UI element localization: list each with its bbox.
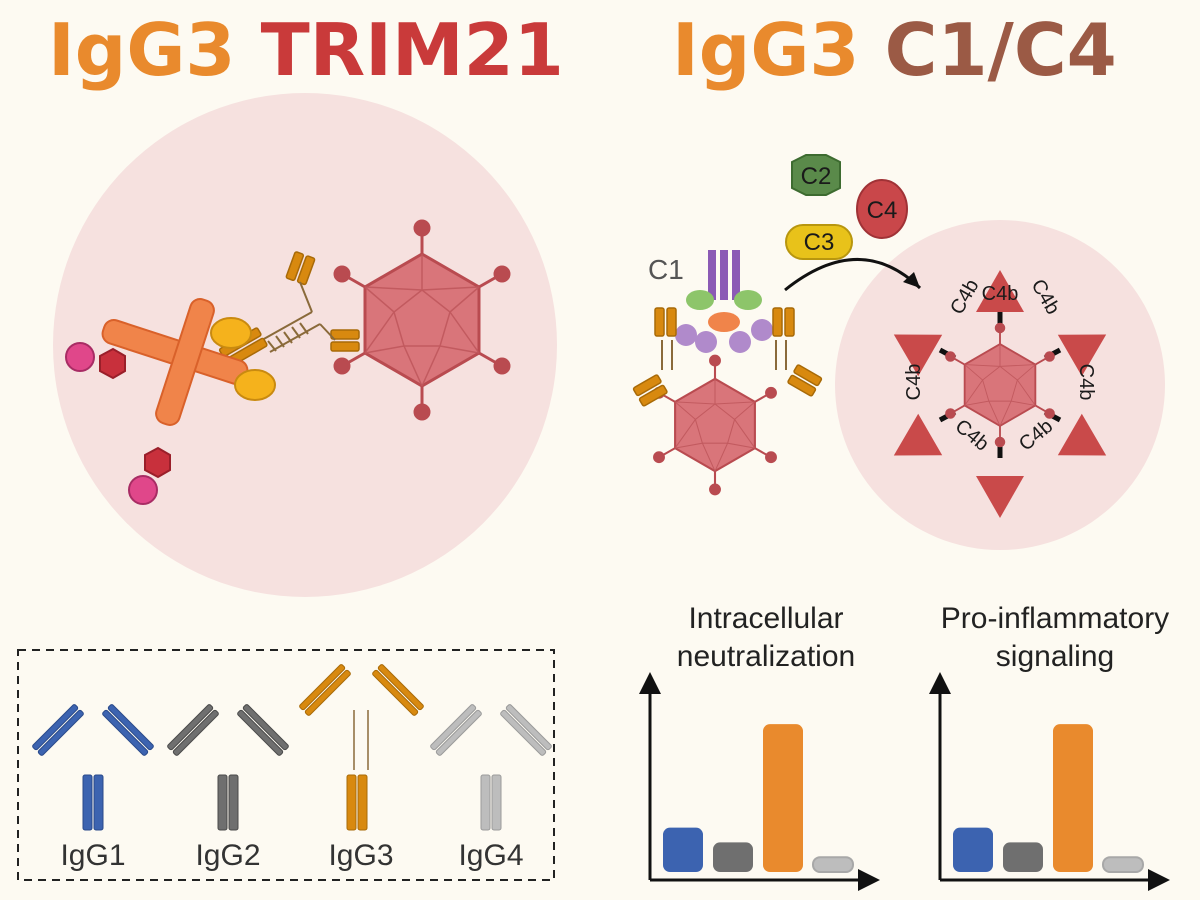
igg3-antibodies-right (632, 307, 823, 408)
bar-igg4 (1102, 856, 1144, 874)
c3-pill: C3 (785, 224, 853, 260)
bar-igg1 (663, 827, 703, 872)
bar-igg3 (763, 724, 803, 872)
arrowhead-icon (903, 272, 920, 288)
heading-igg3-c1c4: IgG3 C1/C4 (672, 14, 1117, 86)
c1-complex (675, 250, 773, 353)
c4b-label-top: C4b (982, 283, 1019, 305)
y-axis-arrow-icon (929, 672, 951, 694)
c3-label: C3 (804, 229, 835, 256)
heading-trim21-word: TRIM21 (260, 8, 564, 92)
c2-label: C2 (801, 163, 832, 190)
legend-label-igg1: IgG1 (60, 839, 125, 872)
trim21-dimer (65, 298, 276, 505)
c4-oval: C4 (856, 179, 908, 239)
legend-label-igg3: IgG3 (328, 839, 393, 872)
virus-particle-right (653, 354, 777, 496)
heading-igg3-word: IgG3 (672, 8, 860, 92)
igg2-antibody-icon (167, 704, 289, 831)
bar-igg2 (713, 842, 753, 872)
igg4-antibody-icon (430, 704, 552, 831)
x-axis-arrow-icon (858, 869, 880, 891)
chart-title-line-1: Pro-inflammatory (941, 602, 1169, 635)
igg1-antibody-icon (32, 704, 154, 831)
chart-pro-inflammatory-signaling: Pro-inflammatory signaling (929, 602, 1170, 891)
c2-hexagon: C2 (791, 154, 841, 196)
chart-title-line-2: signaling (996, 640, 1114, 673)
x-axis-arrow-icon (1148, 869, 1170, 891)
trim21-cell-circle (53, 93, 557, 597)
bar-igg4 (812, 856, 854, 874)
subclass-legend-box (17, 649, 555, 881)
heading-igg3-word: IgG3 (48, 8, 236, 92)
c4b-label-left: C4b (903, 364, 925, 401)
bar-igg1 (953, 827, 993, 872)
activation-arrow (784, 258, 922, 292)
chart-intracellular-neutralization: Intracellular neutralization (639, 602, 880, 891)
bar-igg2 (1003, 842, 1043, 872)
legend-label-igg4: IgG4 (458, 839, 523, 872)
igg3-antibody-icon (299, 664, 424, 831)
bar-igg3 (1053, 724, 1093, 872)
c1-label: C1 (648, 254, 684, 285)
c4-label: C4 (867, 197, 898, 224)
y-axis-arrow-icon (639, 672, 661, 694)
chart-title-line-1: Intracellular (688, 602, 843, 635)
chart-title-line-2: neutralization (677, 640, 855, 673)
heading-igg3-trim21: IgG3 TRIM21 (48, 14, 564, 86)
heading-c1c4-word: C1/C4 (884, 8, 1117, 92)
legend-label-igg2: IgG2 (195, 839, 260, 872)
c4b-label-right: C4b (1075, 364, 1097, 401)
